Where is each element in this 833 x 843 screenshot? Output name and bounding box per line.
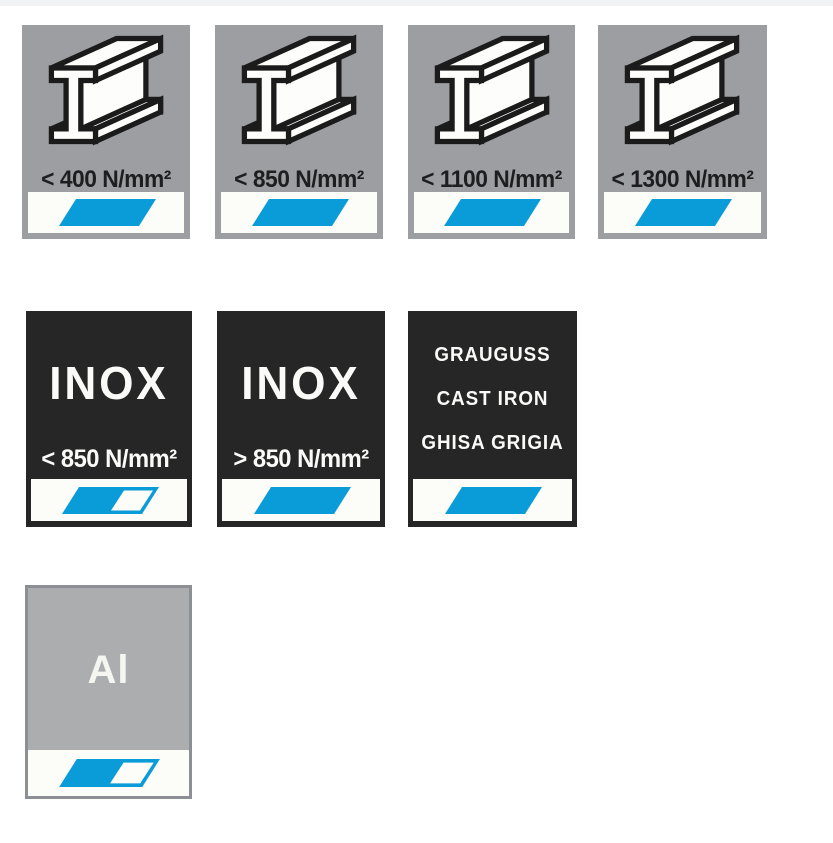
solid-parallelogram-icon: [444, 199, 541, 226]
tile-inox-gt-850: INOX > 850 N/mm²: [217, 311, 385, 527]
tile-steel-lt-400: < 400 N/mm²: [22, 25, 190, 239]
marker-strip: [414, 192, 569, 233]
i-beam-icon: [43, 31, 169, 149]
marker-strip: [222, 479, 380, 521]
material-title-de: GRAUGUSS: [434, 344, 551, 366]
tensile-strength-label: < 850 N/mm²: [234, 166, 364, 193]
marker-strip: [604, 192, 761, 233]
material-title-multilang: GRAUGUSS CAST IRON GHISA GRIGIA: [408, 333, 577, 465]
tile-steel-lt-850: < 850 N/mm²: [215, 25, 383, 239]
marker-strip: [413, 479, 572, 521]
material-title: Al: [87, 648, 130, 692]
tensile-strength-label: < 400 N/mm²: [41, 166, 171, 193]
tensile-strength-label: < 850 N/mm²: [41, 445, 177, 473]
marker-strip: [28, 750, 189, 796]
i-beam-icon: [236, 31, 362, 149]
solid-parallelogram-icon: [58, 199, 156, 226]
i-beam-icon: [619, 31, 745, 149]
marker-strip: [31, 479, 187, 521]
page-top-edge: [0, 0, 833, 6]
tile-steel-lt-1300: < 1300 N/mm²: [598, 25, 767, 239]
marker-strip: [28, 192, 184, 233]
tensile-strength-label: < 1300 N/mm²: [611, 166, 754, 193]
tile-cast-iron: GRAUGUSS CAST IRON GHISA GRIGIA: [408, 311, 577, 527]
marker-strip: [221, 192, 377, 233]
solid-parallelogram-icon: [635, 199, 732, 226]
tile-steel-lt-1100: < 1100 N/mm²: [408, 25, 575, 239]
material-title-en: CAST IRON: [436, 388, 549, 410]
solid-parallelogram-icon: [253, 486, 351, 514]
tile-inox-lt-850: INOX < 850 N/mm²: [26, 311, 192, 527]
tensile-strength-label: < 1100 N/mm²: [421, 166, 562, 193]
material-title: INOX: [241, 357, 361, 409]
split-parallelogram-icon: [59, 758, 160, 788]
i-beam-icon: [429, 31, 555, 149]
material-title: INOX: [49, 357, 169, 409]
material-title-it: GHISA GRIGIA: [421, 432, 564, 454]
tensile-strength-label: > 850 N/mm²: [233, 445, 369, 473]
solid-parallelogram-icon: [251, 199, 349, 226]
solid-parallelogram-icon: [445, 486, 542, 514]
tile-aluminium: Al: [25, 585, 192, 799]
split-parallelogram-icon: [61, 486, 159, 514]
